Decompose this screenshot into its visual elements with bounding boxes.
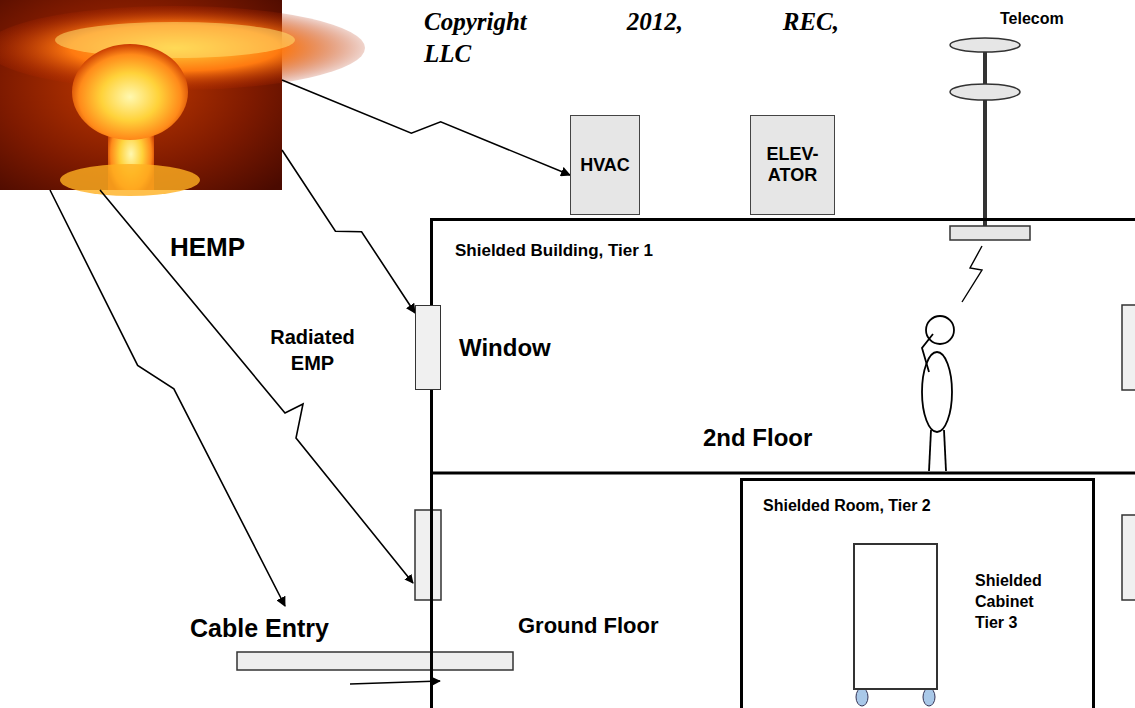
node-text: Shielded Building, Tier 1 bbox=[455, 241, 653, 261]
person-leg bbox=[944, 430, 946, 471]
window-symbol bbox=[1122, 515, 1135, 600]
hemp-picture-box: HEMP bbox=[0, 0, 282, 190]
cabinet-wheel bbox=[923, 688, 935, 706]
emp-label: Radiated EMP bbox=[250, 324, 375, 376]
emp-arrow bbox=[100, 190, 413, 583]
emp-arrow bbox=[282, 80, 570, 175]
fire-ring-core bbox=[55, 22, 295, 58]
floor-label: Ground Floor bbox=[518, 613, 659, 639]
cable-bar bbox=[237, 652, 513, 670]
roof-unit-box: ELEV- ATOR bbox=[750, 115, 835, 215]
node-text: HEMP bbox=[170, 232, 245, 263]
node-text: HVAC bbox=[580, 155, 630, 176]
floor-label: 2nd Floor bbox=[703, 424, 812, 452]
node-text: ELEV- ATOR bbox=[755, 144, 830, 185]
copyright-note: Copyright 2012, REC, LLC bbox=[424, 6, 839, 70]
signal-bolt bbox=[962, 246, 982, 302]
roof-unit-box: HVAC bbox=[570, 115, 640, 215]
antenna-dish bbox=[950, 84, 1020, 100]
fire-base bbox=[60, 164, 200, 196]
person-head bbox=[926, 316, 954, 344]
antenna-dish bbox=[950, 38, 1020, 52]
node-text: Shielded Cabinet Tier 3 bbox=[975, 571, 1057, 633]
cable-arrow bbox=[350, 681, 440, 684]
floor-line bbox=[430, 472, 1135, 475]
node-text: Window bbox=[459, 334, 551, 362]
cabinet-wheel bbox=[856, 688, 868, 706]
fireball bbox=[72, 44, 188, 140]
person-arm bbox=[922, 334, 933, 372]
window-symbol bbox=[415, 510, 441, 600]
shielded-room: Shielded Cabinet Tier 3 Shielded Room, Ti… bbox=[740, 478, 1095, 708]
emp-arrow bbox=[282, 150, 415, 313]
antenna-mast bbox=[983, 45, 987, 226]
window-box: Window bbox=[415, 305, 441, 390]
node-text: Shielded Room, Tier 2 bbox=[763, 497, 931, 515]
window-symbol bbox=[1122, 305, 1135, 390]
antenna-base bbox=[950, 226, 1030, 240]
shielded-cabinet: Shielded Cabinet Tier 3 bbox=[853, 543, 938, 690]
person-leg bbox=[929, 430, 931, 471]
node-text: Cable Entry bbox=[190, 614, 329, 643]
part-label: Telecom bbox=[1000, 10, 1064, 28]
emp-arrow bbox=[50, 190, 285, 606]
cable-entry: Cable Entry bbox=[190, 606, 513, 672]
